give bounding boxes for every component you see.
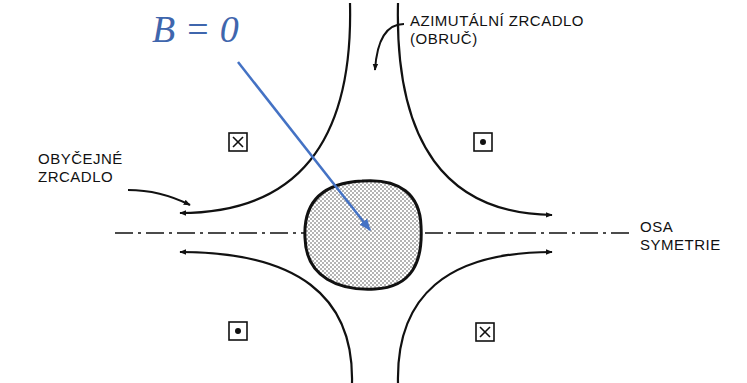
ordinary-mirror-label: OBYČEJNÉ ZRCADLO bbox=[38, 150, 138, 186]
current-into-symbol bbox=[229, 133, 247, 151]
field-lines bbox=[180, 3, 552, 383]
pointer-arrow bbox=[238, 62, 370, 230]
field-zero-label: B = 0 bbox=[152, 8, 239, 50]
azimuthal-mirror-label: AZIMUTÁLNÍ ZRCADLO (OBRUČ) bbox=[410, 12, 588, 48]
label-text: AZIMUTÁLNÍ ZRCADLO (OBRUČ) bbox=[410, 12, 584, 47]
leader-line bbox=[375, 24, 404, 70]
current-symbols bbox=[229, 133, 494, 341]
label-text: OBYČEJNÉ ZRCADLO bbox=[38, 150, 123, 185]
leader-line bbox=[128, 190, 190, 205]
label-text: OSA SYMETRIE bbox=[640, 218, 721, 253]
current-out-symbol bbox=[474, 133, 492, 151]
current-out-symbol bbox=[229, 322, 247, 340]
field-line bbox=[398, 252, 552, 383]
plasma-region bbox=[305, 181, 421, 290]
field-line bbox=[180, 252, 352, 383]
label-text: B = 0 bbox=[152, 8, 239, 50]
axis-label: OSA SYMETRIE bbox=[640, 218, 740, 254]
current-into-symbol bbox=[476, 323, 494, 341]
